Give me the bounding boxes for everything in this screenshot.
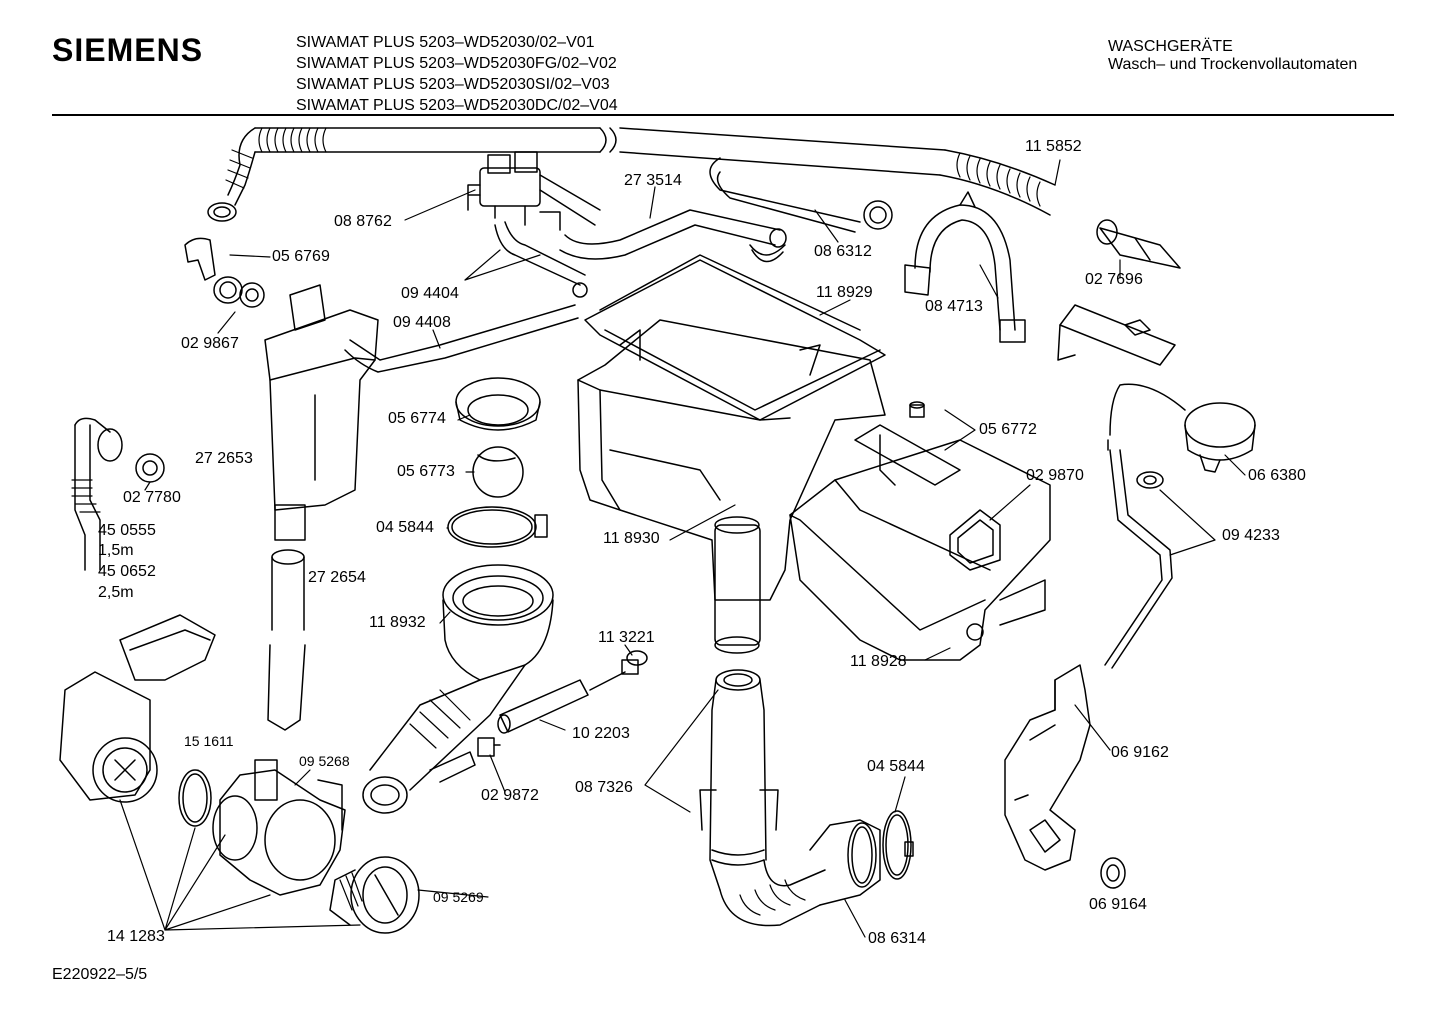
- hose-094233: [1104, 449, 1173, 669]
- clamp-ring-045844-b: [882, 810, 914, 880]
- part-label: 05 6772: [979, 421, 1037, 438]
- part-label: 04 5844: [376, 519, 434, 536]
- hose-086314: [809, 819, 881, 906]
- part-label: 06 6380: [1248, 467, 1306, 484]
- drain-hose-450555: [71, 417, 165, 571]
- elbow-056769: [184, 237, 265, 308]
- model-line: SIWAMAT PLUS 5203–WD52030/02–V01: [296, 34, 595, 51]
- filter-095269: [329, 856, 420, 934]
- hose-094408: [344, 304, 579, 373]
- part-label: 11 8930: [603, 530, 660, 547]
- model-line: SIWAMAT PLUS 5203–WD52030FG/02–V02: [296, 55, 617, 72]
- part-label: 06 9162: [1111, 744, 1169, 761]
- part-label: 02 9870: [1026, 467, 1084, 484]
- part-label: 05 6769: [272, 248, 330, 265]
- part-label: 11 3221: [598, 629, 655, 646]
- part-label: 27 3514: [624, 172, 682, 189]
- header-divider: [52, 114, 1394, 116]
- category-block: WASCHGERÄTE Wasch– und Trockenvollautoma…: [1108, 38, 1357, 74]
- part-label: 08 6312: [814, 243, 872, 260]
- part-label: 08 6314: [868, 930, 926, 947]
- valve-088762: [467, 151, 601, 231]
- category-title: WASCHGERÄTE: [1108, 38, 1233, 55]
- part-label: 09 4233: [1222, 527, 1280, 544]
- part-label: 02 7780: [123, 489, 181, 506]
- part-label: 14 1283: [107, 928, 165, 945]
- ball-056773: [472, 446, 524, 498]
- part-label: 02 9872: [481, 787, 539, 804]
- hose-094404: [494, 221, 588, 298]
- ring-056774: [455, 377, 541, 431]
- inlet-hose-115852: [207, 127, 1056, 222]
- part-label: 11 8929: [816, 284, 873, 301]
- part-label: 27 2653: [195, 450, 253, 467]
- tray-118928: [789, 424, 1051, 661]
- hose-273514: [559, 209, 787, 260]
- leader-lines: [119, 159, 1246, 938]
- part-label: 11 8928: [850, 653, 907, 670]
- part-label: 04 5844: [867, 758, 925, 775]
- part-label: 08 7326: [575, 779, 633, 796]
- clamp-084713: [904, 191, 1026, 343]
- part-label: 15 1611: [184, 733, 234, 749]
- grommet-069164: [1100, 857, 1126, 889]
- sensor-113221: [589, 650, 648, 691]
- category-subtitle: Wasch– und Trockenvollautomaten: [1108, 56, 1358, 73]
- hose-end-027696: [1096, 219, 1181, 269]
- part-label: 45 0652: [98, 563, 156, 580]
- part-label: 02 9867: [181, 335, 239, 352]
- standpipe-087326: [699, 669, 826, 927]
- model-line: SIWAMAT PLUS 5203–WD52030DC/02–V04: [296, 97, 618, 114]
- tube-102203: [497, 679, 589, 734]
- model-line: SIWAMAT PLUS 5203–WD52030SI/02–V03: [296, 76, 610, 93]
- part-label: 09 4404: [401, 285, 459, 302]
- part-label: 45 0555: [98, 522, 156, 539]
- nozzle-029872: [477, 737, 501, 757]
- tub-118930: [577, 319, 886, 654]
- lid-118929: [584, 254, 886, 421]
- part-label: 2,5m: [98, 584, 134, 601]
- pump-housing-095268: [212, 759, 346, 896]
- part-label: 1,5m: [98, 542, 134, 559]
- part-label: 05 6773: [397, 463, 455, 480]
- sump-118932: [362, 564, 554, 814]
- part-label: 11 8932: [369, 614, 426, 631]
- part-label: 05 6774: [388, 410, 446, 427]
- part-label: 10 2203: [572, 725, 630, 742]
- part-label: 09 5268: [299, 753, 350, 769]
- pump-141283: [59, 614, 216, 803]
- pressure-switch-066380: [1107, 383, 1256, 489]
- part-label: 11 5852: [1025, 138, 1082, 155]
- part-label: 09 5269: [433, 889, 484, 905]
- part-label: 27 2654: [308, 569, 366, 586]
- o-ring-151611: [178, 769, 212, 827]
- bracket-069162: [1004, 664, 1091, 871]
- part-label: 08 8762: [334, 213, 392, 230]
- bracket-plate: [1057, 304, 1176, 366]
- brand-logo: SIEMENS: [52, 32, 204, 68]
- hose-086312: [709, 157, 893, 263]
- gasket-029870: [949, 509, 1001, 571]
- part-label: 09 4408: [393, 314, 451, 331]
- model-list: SIWAMAT PLUS 5203–WD52030/02–V01 SIWAMAT…: [296, 32, 618, 116]
- bolt-056772: [909, 401, 925, 418]
- dispenser-272653: [264, 284, 379, 541]
- pipe-272654: [267, 549, 306, 731]
- part-label: 02 7696: [1085, 271, 1143, 288]
- clamp-ring-045844: [447, 506, 548, 548]
- document-code: E220922–5/5: [52, 966, 148, 983]
- part-label: 08 4713: [925, 298, 983, 315]
- part-label: 06 9164: [1089, 896, 1147, 913]
